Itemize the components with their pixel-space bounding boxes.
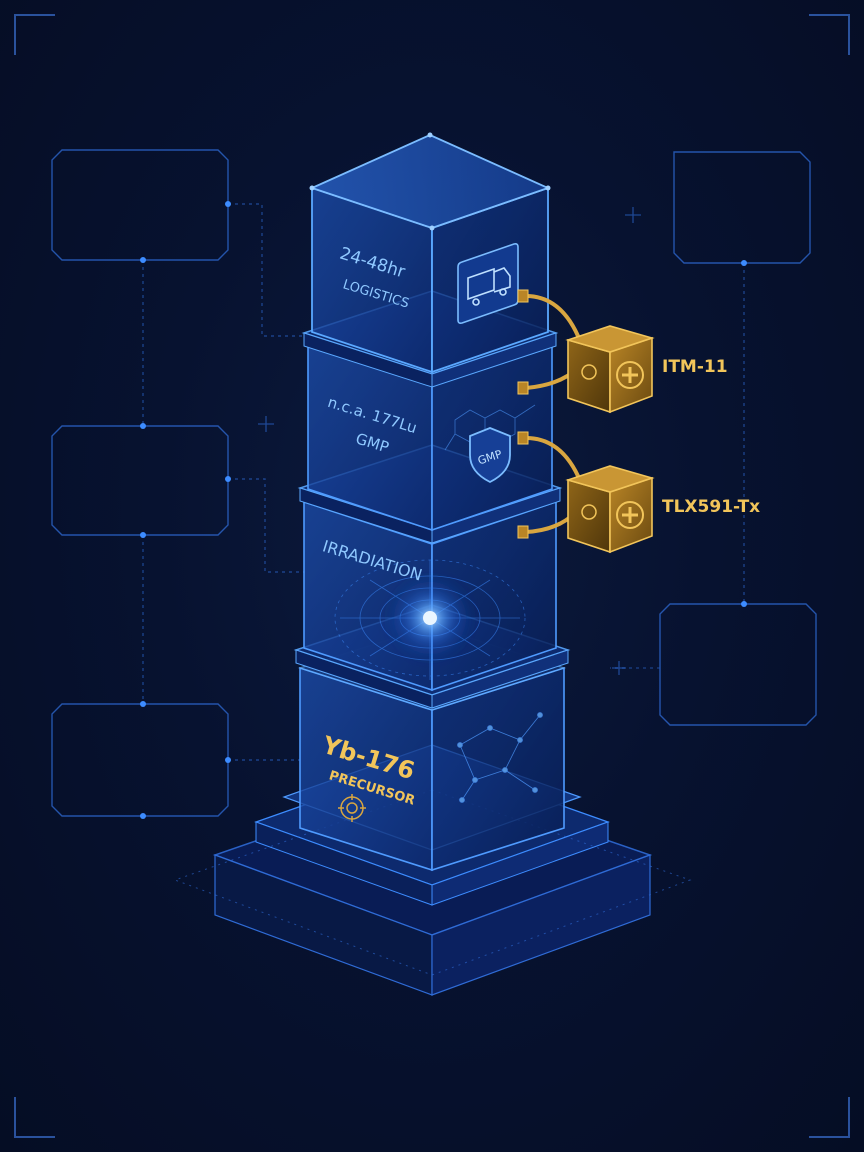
layer-irradiation: IRRADIATION <box>303 500 557 692</box>
network-graphic-icon <box>457 712 543 803</box>
layer-logistics: 24-48hr LOGISTICS <box>309 132 551 374</box>
target-icon <box>338 794 366 822</box>
right-panel-nodes <box>741 260 747 607</box>
right-panel-top <box>673 151 811 264</box>
left-panel-middle <box>51 425 229 536</box>
truck-icon <box>457 243 519 324</box>
gold-connector-sockets <box>517 289 529 539</box>
shield-icon: GMP <box>469 427 511 484</box>
radial-glow-icon <box>334 559 526 680</box>
product-label-tlx591: TLX591-Tx <box>662 497 760 517</box>
left-panel-bottom <box>51 703 229 817</box>
left-panel-top <box>51 149 229 261</box>
medical-cross-icon <box>616 501 644 529</box>
right-panels <box>610 151 817 726</box>
plus-decorations <box>258 207 641 675</box>
right-panel-bottom <box>659 603 817 726</box>
left-panel-nodes <box>140 201 231 819</box>
product-cube-itm11 <box>565 325 655 414</box>
left-panels <box>51 149 305 817</box>
corner-brackets <box>14 14 850 1138</box>
product-label-itm11: ITM-11 <box>662 357 728 377</box>
medical-cross-icon <box>616 361 644 389</box>
product-cube-tlx591 <box>565 465 655 554</box>
